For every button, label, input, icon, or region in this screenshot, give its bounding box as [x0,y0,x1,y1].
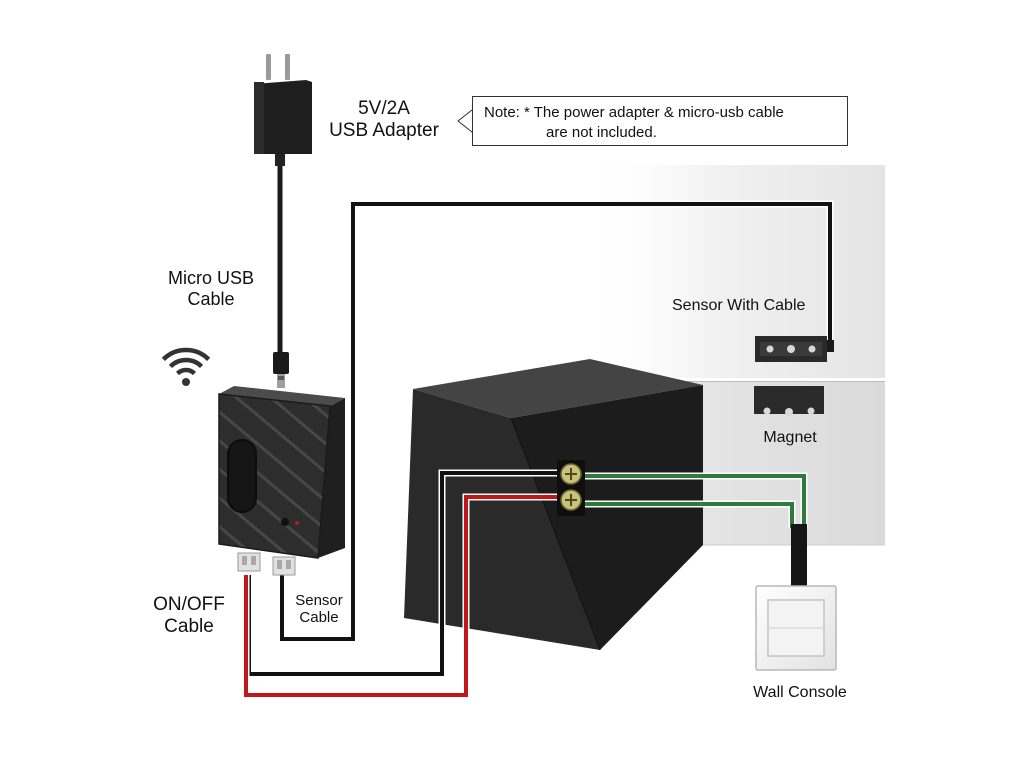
sensor-with-cable-label: Sensor With Cable [672,297,806,314]
note-callout: Note: * The power adapter & micro-usb ca… [472,96,848,146]
light-switch-icon [755,585,837,671]
micro-usb-label: Micro USB Cable [150,268,272,309]
note-line1: Note: * The power adapter & micro-usb ca… [484,104,784,121]
adapter-label-line2: USB Adapter [329,119,439,141]
adapter-label-line1: 5V/2A [358,98,410,119]
terminal-screw-icon [557,460,585,516]
onoff-port [237,552,261,572]
power-plug-icon [254,54,312,166]
wall-console-label: Wall Console [753,684,847,701]
micro-usb-label-line1: Micro USB [167,268,254,288]
sensor-cable-label-line2: Cable [299,609,339,627]
micro-usb-label-line2: Cable [187,288,235,309]
sensor-port [272,556,296,576]
sensor-cable-label: Sensor Cable [284,592,354,627]
onoff-label-line2: Cable [164,615,214,637]
door-opener-box [404,359,703,651]
micro-usb-connector-icon [273,352,289,388]
controller-device [218,386,345,576]
magnet-label: Magnet [763,429,817,446]
onoff-cable-label: ON/OFF Cable [138,594,240,638]
door-sensor [755,336,834,362]
onoff-label-line1: ON/OFF [153,594,225,615]
door-magnet [754,386,824,416]
sensor-cable-label-line1: Sensor [295,592,343,609]
note-pointer [457,108,473,134]
note-line2: are not included. [546,124,657,141]
wifi-icon [161,347,211,386]
console-cable [791,524,807,590]
adapter-label: 5V/2A USB Adapter [318,98,450,142]
